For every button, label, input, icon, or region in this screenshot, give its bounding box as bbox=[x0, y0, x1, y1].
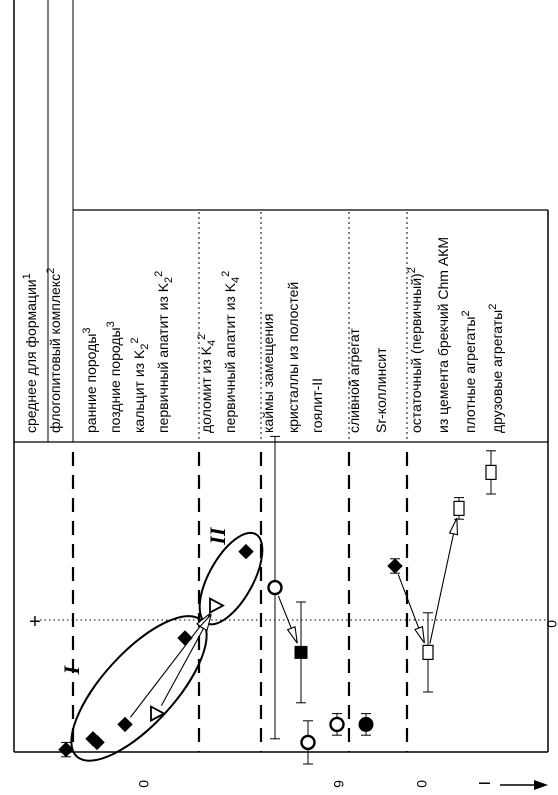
cluster-label-2: II bbox=[205, 526, 230, 546]
data-point bbox=[422, 644, 434, 661]
zero-mark: + bbox=[29, 611, 41, 633]
trend-arrow-head bbox=[199, 614, 212, 632]
zero-label: 0 bbox=[544, 620, 558, 628]
data-point bbox=[209, 597, 225, 615]
trend-arrow bbox=[397, 574, 420, 629]
group-label: друзовые агрегаты2 bbox=[487, 304, 505, 433]
axis-arrow-head bbox=[534, 780, 548, 790]
group-label: флогопитовый комплекс2 bbox=[45, 268, 63, 433]
group-label: кальцит из K22 bbox=[129, 337, 151, 433]
group-label: среднее для формации1 bbox=[21, 273, 39, 433]
data-point bbox=[300, 734, 316, 751]
group-label: остаточный (первичный)2 bbox=[406, 267, 424, 433]
labels-layer: среднее для формации1 флогопитовый компле… bbox=[21, 237, 505, 433]
group-label: доломит из K42 bbox=[196, 334, 218, 433]
trend-arrow bbox=[160, 628, 205, 706]
group-label: ранние породы3 bbox=[81, 327, 99, 433]
trend-arrow-head bbox=[286, 626, 298, 644]
trend-arrow-head bbox=[414, 625, 425, 644]
group-label: кристаллы из полостей bbox=[285, 282, 301, 433]
group-label: сливной агрегат bbox=[346, 328, 362, 433]
group-label: гоялит-II bbox=[309, 378, 325, 433]
group-label: поздние породы3 bbox=[105, 321, 123, 433]
axis-arrow-label: I bbox=[475, 781, 492, 785]
arrows-layer bbox=[130, 517, 459, 718]
data-point bbox=[150, 705, 166, 723]
group-label: каймы замещения bbox=[260, 313, 276, 433]
trend-arrow-head bbox=[448, 517, 459, 536]
group-label: первичный апатит из K42 bbox=[220, 271, 242, 433]
data-point bbox=[89, 734, 105, 751]
group-label: Sr-коллинсит bbox=[373, 347, 389, 433]
group-label: из цемента брекчий Chm АКМ bbox=[435, 237, 451, 433]
data-point bbox=[238, 543, 254, 560]
data-point bbox=[387, 558, 403, 574]
data-point bbox=[329, 716, 345, 733]
group-label: первичный апатит из K22 bbox=[153, 271, 175, 433]
dividers-layer bbox=[71, 212, 409, 752]
bottom-label-3: 0 bbox=[414, 780, 430, 788]
data-point bbox=[453, 500, 465, 516]
clusters-layer: III bbox=[59, 526, 264, 762]
group-label: плотные агрегаты2 bbox=[460, 310, 478, 433]
bottom-label-1: 0 bbox=[136, 780, 152, 788]
trend-arrow bbox=[429, 533, 455, 644]
data-point bbox=[58, 741, 74, 758]
data-point bbox=[294, 645, 308, 659]
data-point bbox=[358, 716, 374, 732]
cluster-label-1: I bbox=[59, 664, 84, 675]
trend-arrow bbox=[277, 595, 292, 629]
data-point bbox=[267, 579, 283, 596]
points-layer bbox=[58, 435, 497, 765]
data-point bbox=[485, 464, 497, 480]
data-point bbox=[177, 630, 193, 646]
data-point bbox=[117, 716, 133, 733]
bottom-label-2: 6 bbox=[331, 780, 347, 788]
